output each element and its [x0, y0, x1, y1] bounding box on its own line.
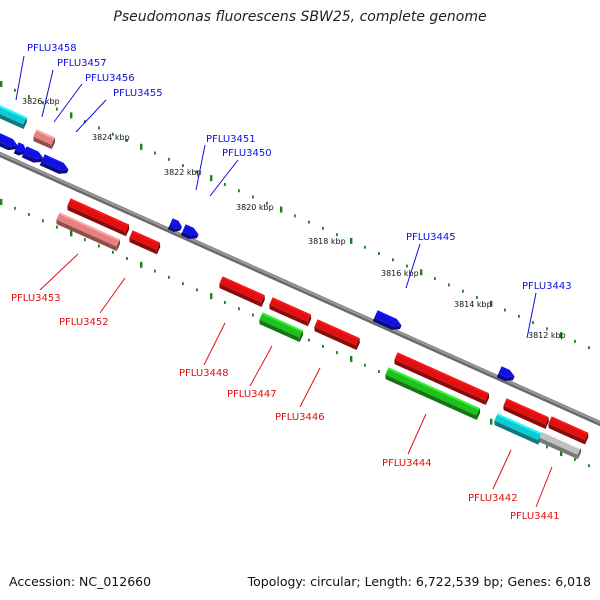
gene-PFLU3450: [180, 224, 199, 239]
tick-label: 3812 kbp: [528, 331, 566, 340]
gene-PFLU3452: [129, 230, 161, 255]
gene-PFLU3453b: [56, 212, 121, 252]
gene-label: PFLU3444: [382, 458, 432, 469]
leader-line: [209, 159, 239, 197]
gene-PFLU3444: [385, 367, 481, 421]
upper-dotted-line: [0, 81, 590, 350]
gene-label: PFLU3451: [206, 134, 256, 145]
gene-PFLU3446: [314, 319, 360, 350]
gene-PFLU3441: [539, 430, 582, 460]
map-title: Pseudomonas fluorescens SBW25, complete …: [113, 9, 487, 25]
gene-PFLU3458: [0, 103, 27, 130]
gene-label: PFLU3457: [57, 58, 107, 69]
gene-label: PFLU3450: [222, 148, 272, 159]
leader-line: [492, 449, 512, 490]
topology-text: Topology: circular; Length: 6,722,539 bp…: [247, 574, 591, 589]
gene-features: [0, 103, 589, 460]
gene-label: PFLU3452: [59, 317, 109, 328]
kbp-ticks: 3826 kbp 3824 kbp 3822 kbp 3820 kbp 3818 kbp…: [22, 97, 566, 340]
gene-PFLU3456: [0, 131, 18, 151]
gene-label: PFLU3453: [11, 293, 61, 304]
tick-label: 3822 kbp: [164, 168, 202, 177]
gene-PFLU3449: [269, 297, 312, 327]
dotted-guide-lines: [0, 81, 590, 468]
tick-label: 3820 kbp: [236, 203, 274, 212]
gene-PFLU3455a: [13, 142, 27, 156]
tick-label: 3816 kbp: [381, 269, 419, 278]
gene-label: PFLU3446: [275, 412, 325, 423]
gene-label: PFLU3441: [510, 511, 560, 522]
gene-PFLU3453a: [67, 198, 130, 237]
gene-PFLU3448: [219, 276, 265, 307]
gene-label: PFLU3443: [522, 281, 572, 292]
gene-PFLU3442b: [503, 398, 549, 429]
tick-label: 3818 kbp: [308, 237, 346, 246]
gene-label: PFLU3456: [85, 73, 135, 84]
leader-line: [407, 413, 427, 455]
gene-label: PFLU3455: [113, 88, 163, 99]
gene-PFLU3447: [259, 312, 303, 343]
tick-label: 3814 kbp: [454, 300, 492, 309]
gene-PFLU3455b: [21, 146, 44, 163]
gene-labels: PFLU3458PFLU3457PFLU3456PFLU3455PFLU3451…: [11, 43, 572, 522]
leader-line: [526, 292, 537, 339]
leader-line: [41, 69, 54, 118]
leader-line: [535, 466, 553, 508]
gene-label: PFLU3458: [27, 43, 77, 54]
leader-line: [53, 83, 83, 123]
leader-line: [249, 345, 273, 387]
gene-PFLU3454: [39, 154, 69, 174]
gene-PFLU3457: [33, 129, 56, 150]
genome-backbone: [0, 151, 600, 427]
accession-text: Accession: NC_012660: [9, 574, 152, 589]
leader-line: [405, 243, 421, 289]
gene-label: PFLU3445: [406, 232, 456, 243]
leader-line: [299, 367, 321, 408]
leader-line: [203, 322, 226, 366]
leader-line: [75, 99, 107, 133]
gene-PFLU3451: [167, 218, 182, 233]
leader-line: [195, 144, 206, 191]
leader-line: [99, 277, 126, 314]
gene-PFLU3444b: [394, 352, 490, 406]
gene-PFLU3443: [496, 366, 515, 381]
gene-label: PFLU3447: [227, 389, 277, 400]
gene-label: PFLU3442: [468, 493, 518, 504]
gene-PFLU3445: [372, 310, 402, 330]
leader-line: [15, 55, 25, 101]
gene-PFLU3441b: [548, 416, 589, 445]
tick-label: 3826 kbp: [22, 97, 60, 106]
tick-label: 3824 kbp: [92, 133, 130, 142]
gene-label: PFLU3448: [179, 368, 229, 379]
leader-line: [39, 253, 79, 291]
